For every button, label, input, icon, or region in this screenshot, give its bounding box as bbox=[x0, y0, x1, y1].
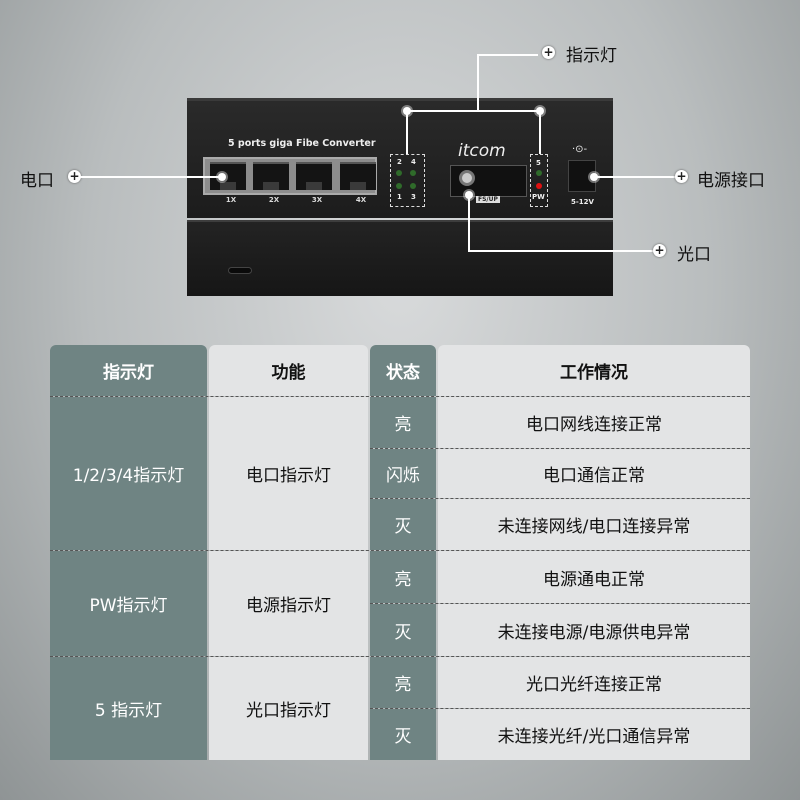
state-cell: 亮 bbox=[370, 551, 436, 603]
row-divider bbox=[370, 498, 750, 499]
function-cell: 电源指示灯 bbox=[209, 551, 368, 656]
model-text: 5 ports giga Fibe Converter bbox=[228, 138, 376, 149]
port-label: 4X bbox=[355, 196, 367, 204]
desc-cell: 电源通电正常 bbox=[438, 551, 750, 603]
led-4 bbox=[410, 170, 416, 176]
plus-icon: + bbox=[675, 169, 688, 183]
row-divider bbox=[370, 708, 750, 709]
row-divider bbox=[50, 550, 750, 551]
callout-dot bbox=[403, 107, 411, 115]
callout-dot bbox=[590, 173, 598, 181]
callout-power: 电源接口 bbox=[697, 171, 765, 191]
dc-symbol-icon: ·⊙- bbox=[572, 144, 588, 155]
plus-icon: + bbox=[653, 243, 666, 257]
callout-dot bbox=[465, 191, 473, 199]
callout-line bbox=[80, 176, 220, 178]
led-label: 1 bbox=[397, 193, 402, 201]
callout-line bbox=[477, 54, 479, 111]
header-state: 状态 bbox=[370, 345, 436, 396]
plus-icon: + bbox=[542, 45, 555, 59]
callout-dot bbox=[218, 173, 226, 181]
callout-line bbox=[406, 110, 408, 154]
led-group-box bbox=[390, 154, 425, 207]
desc-cell: 未连接电源/电源供电异常 bbox=[438, 604, 750, 656]
callout-line bbox=[407, 110, 541, 112]
desc-cell: 电口通信正常 bbox=[438, 449, 750, 498]
callout-line bbox=[468, 250, 654, 252]
desc-cell: 未连接网线/电口连接异常 bbox=[438, 499, 750, 550]
state-cell: 灭 bbox=[370, 499, 436, 550]
row-divider bbox=[370, 448, 750, 449]
converter-body bbox=[187, 220, 613, 296]
port-label: 2X bbox=[268, 196, 280, 204]
led-label: PW bbox=[532, 193, 545, 201]
header-work: 工作情况 bbox=[438, 345, 750, 396]
vent-slot bbox=[228, 267, 252, 274]
ethernet-port-2 bbox=[253, 162, 289, 190]
state-cell: 灭 bbox=[370, 709, 436, 760]
desc-cell: 未连接光纤/光口通信异常 bbox=[438, 709, 750, 760]
callout-indicator: 指示灯 bbox=[566, 46, 617, 66]
state-cell: 亮 bbox=[370, 397, 436, 448]
function-cell: 电口指示灯 bbox=[209, 397, 368, 550]
callout-line bbox=[468, 196, 470, 251]
indicator-cell: PW指示灯 bbox=[50, 551, 207, 656]
state-cell: 灭 bbox=[370, 604, 436, 656]
ethernet-port-1 bbox=[210, 162, 246, 190]
led-3 bbox=[410, 183, 416, 189]
callout-line bbox=[539, 110, 541, 154]
callout-fiber: 光口 bbox=[677, 245, 711, 265]
callout-line bbox=[478, 54, 538, 56]
power-led bbox=[536, 183, 542, 189]
port-label: 3X bbox=[311, 196, 323, 204]
led-label: 4 bbox=[411, 158, 416, 166]
led-2 bbox=[396, 170, 402, 176]
callout-dot bbox=[536, 107, 544, 115]
row-divider bbox=[50, 396, 750, 397]
port-label: 1X bbox=[225, 196, 237, 204]
state-cell: 亮 bbox=[370, 657, 436, 708]
indicator-cell: 5 指示灯 bbox=[50, 657, 207, 760]
plus-icon: + bbox=[68, 169, 81, 183]
led-1 bbox=[396, 183, 402, 189]
header-indicator: 指示灯 bbox=[50, 345, 207, 396]
ethernet-port-3 bbox=[296, 162, 332, 190]
ethernet-port-4 bbox=[340, 162, 376, 190]
led-label: 2 bbox=[397, 158, 402, 166]
callout-ethernet: 电口 bbox=[20, 171, 54, 191]
fiber-connector bbox=[459, 170, 475, 186]
status-led-box bbox=[530, 154, 548, 207]
desc-cell: 光口光纤连接正常 bbox=[438, 657, 750, 708]
header-function: 功能 bbox=[209, 345, 368, 396]
state-cell: 闪烁 bbox=[370, 449, 436, 498]
desc-cell: 电口网线连接正常 bbox=[438, 397, 750, 448]
callout-line bbox=[596, 176, 676, 178]
fiber-tag: FS/UP bbox=[476, 196, 500, 203]
led-label: 5 bbox=[536, 159, 541, 167]
brand-logo: itcom bbox=[458, 141, 506, 161]
indicator-cell: 1/2/3/4指示灯 bbox=[50, 397, 207, 550]
row-divider bbox=[370, 603, 750, 604]
led-label: 3 bbox=[411, 193, 416, 201]
function-cell: 光口指示灯 bbox=[209, 657, 368, 760]
led-5 bbox=[536, 170, 542, 176]
row-divider bbox=[50, 656, 750, 657]
voltage-label: 5-12V bbox=[571, 198, 594, 206]
